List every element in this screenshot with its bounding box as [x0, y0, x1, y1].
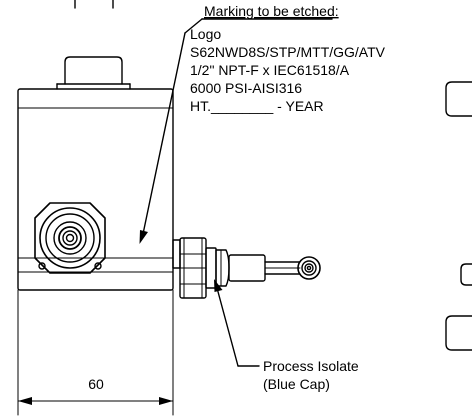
width-dimension	[17, 289, 174, 416]
isolate-label-line-1: Process Isolate	[263, 358, 359, 374]
front-fitting	[34, 202, 106, 274]
process-isolate-assembly	[172, 237, 321, 299]
dim-arrow-left	[18, 397, 32, 405]
marking-line-4: 6000 PSI-AISI316	[190, 80, 302, 96]
marking-line-2: S62NWD8S/STP/MTT/GG/ATV	[190, 44, 386, 60]
isolate-label-line-2: (Blue Cap)	[263, 376, 330, 392]
dimension-label: 60	[88, 376, 104, 392]
isolate-arrowhead	[214, 279, 223, 292]
annotation-text: Marking to be etched: Logo S62NWD8S/STP/…	[88, 3, 385, 392]
block-top-cap	[56, 56, 131, 90]
marking-arrowhead	[139, 230, 148, 244]
marking-line-5: HT.________ - YEAR	[190, 98, 324, 114]
manifold-block	[17, 88, 174, 291]
dim-arrow-right	[159, 397, 173, 405]
adjacent-view-edges	[445, 81, 472, 351]
marking-heading: Marking to be etched:	[204, 3, 339, 19]
isolate-leader	[214, 279, 260, 367]
marking-line-3: 1/2" NPT-F x IEC61518/A	[190, 62, 350, 78]
marking-line-1: Logo	[190, 26, 221, 42]
marking-leader	[139, 18, 333, 244]
top-stub-lines	[74, 0, 114, 9]
